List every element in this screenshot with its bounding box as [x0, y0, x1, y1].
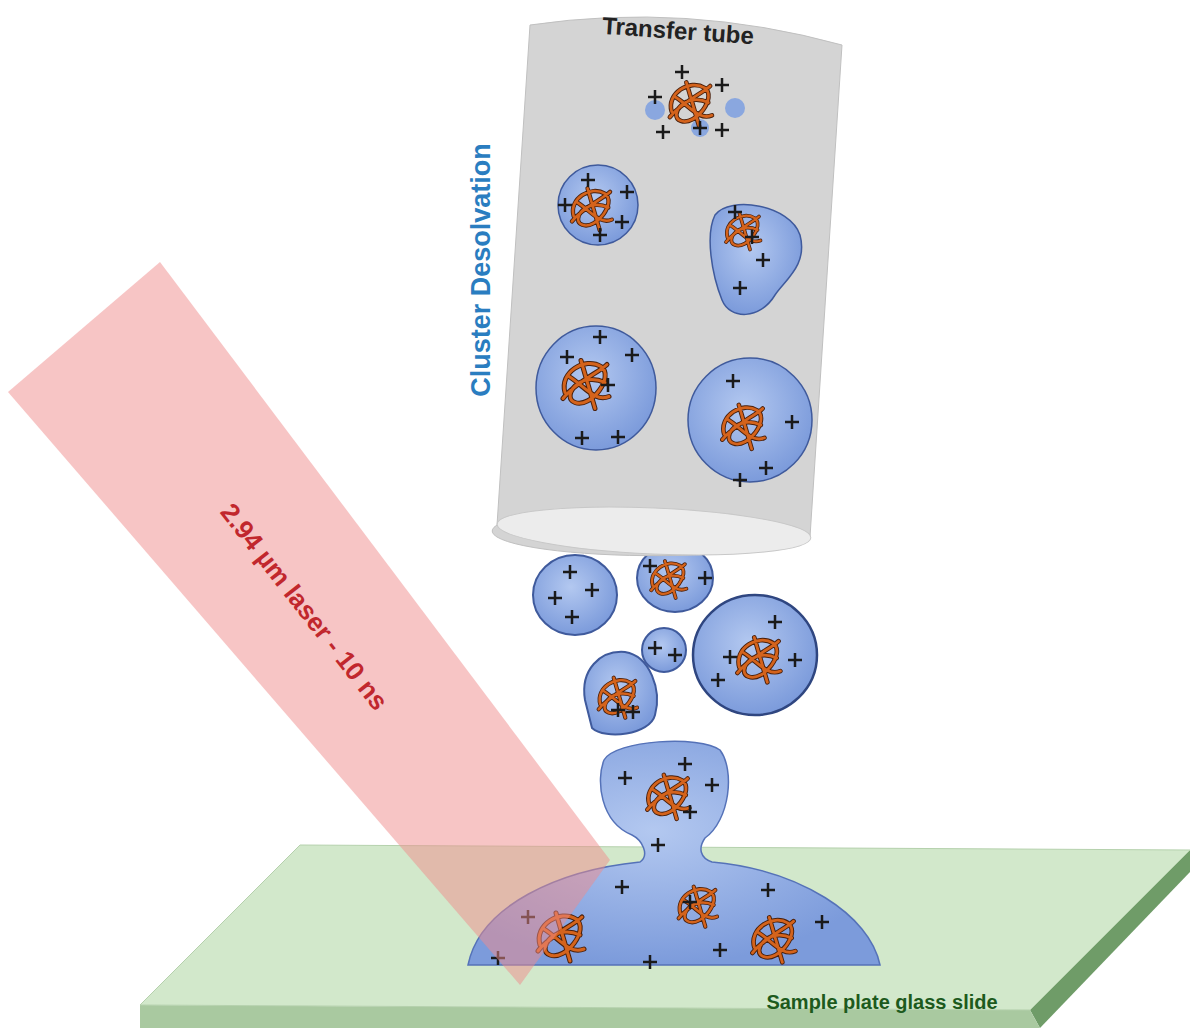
charge-mark [693, 121, 707, 135]
charge-mark [643, 955, 657, 969]
charge-mark [656, 125, 670, 139]
charge-mark [728, 205, 742, 219]
charge-mark [733, 473, 747, 487]
charge-mark [683, 805, 697, 819]
charge-mark [575, 431, 589, 445]
transfer-tube: Transfer tube [490, 5, 850, 565]
charge-mark [698, 571, 712, 585]
charge-mark [726, 374, 740, 388]
charge-mark [711, 673, 725, 687]
charge-mark [548, 591, 562, 605]
charge-mark [715, 123, 729, 137]
charge-mark [756, 253, 770, 267]
charge-mark [705, 778, 719, 792]
charge-mark [678, 757, 692, 771]
charge-mark [713, 943, 727, 957]
charge-mark [593, 228, 607, 242]
charge-mark [565, 610, 579, 624]
charge-mark [723, 650, 737, 664]
charge-mark [768, 615, 782, 629]
charge-mark [581, 173, 595, 187]
tube-outline [490, 5, 850, 565]
charge-mark [593, 330, 607, 344]
process-label: Cluster Desolvation [466, 143, 497, 397]
charge-mark [745, 230, 759, 244]
charge-mark [815, 915, 829, 929]
charge-mark [611, 703, 625, 717]
charge-mark [759, 461, 773, 475]
charge-mark [733, 281, 747, 295]
charge-mark [625, 348, 639, 362]
charge-mark [626, 705, 640, 719]
charge-mark [615, 880, 629, 894]
charge-mark [615, 215, 629, 229]
charge-mark [788, 653, 802, 667]
charge-mark [648, 641, 662, 655]
charge-mark [618, 771, 632, 785]
charge-mark [585, 583, 599, 597]
charge-mark [651, 838, 665, 852]
charge-mark [563, 565, 577, 579]
laser-label: 2.94 µm laser - 10 ns [214, 498, 394, 717]
slide-label: Sample plate glass slide [766, 991, 997, 1014]
charge-mark [611, 430, 625, 444]
charge-mark [620, 185, 634, 199]
charge-mark [715, 78, 729, 92]
charge-mark [675, 65, 689, 79]
charge-mark [601, 378, 615, 392]
charge-mark [648, 90, 662, 104]
charge-mark [785, 415, 799, 429]
charge-mark [683, 895, 697, 909]
charge-mark [668, 648, 682, 662]
charge-mark [761, 883, 775, 897]
charge-mark [558, 198, 572, 212]
charge-mark [560, 350, 574, 364]
charge-mark [643, 559, 657, 573]
